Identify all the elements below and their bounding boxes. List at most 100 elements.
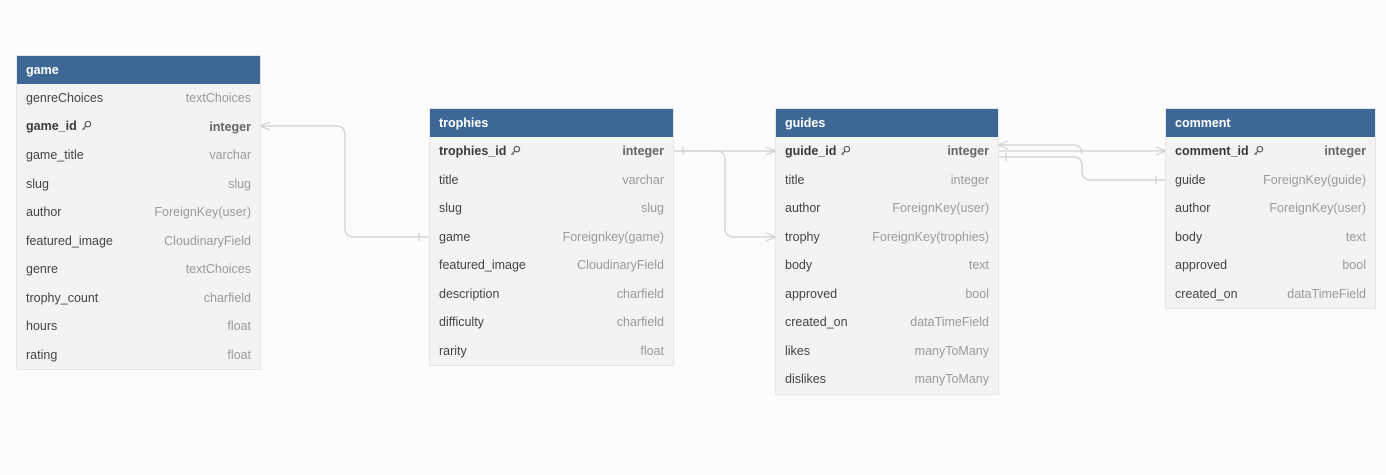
field-row-comment-author[interactable]: author ForeignKey(user) [1166, 194, 1375, 223]
field-name: title [785, 172, 805, 187]
table-header-comment[interactable]: comment [1166, 109, 1375, 137]
field-type: ForeignKey(trophies) [872, 229, 989, 244]
field-type: ForeignKey(user) [1269, 201, 1366, 216]
field-name: guide [1175, 172, 1206, 187]
field-name: created_on [1175, 286, 1238, 301]
field-type: charfield [616, 315, 664, 330]
field-type: manyToMany [914, 372, 989, 387]
crow-foot-guides-trophy [765, 232, 777, 242]
field-name: author [1175, 201, 1211, 216]
field-name: hours [26, 319, 58, 334]
field-name-wrap: author [785, 201, 820, 215]
key-icon [840, 145, 851, 159]
table-header-trophies[interactable]: trophies [430, 109, 673, 137]
field-name-wrap: title [439, 173, 458, 187]
table-header-game[interactable]: game [17, 56, 260, 84]
field-name-wrap: guide_id [785, 144, 851, 159]
connector-guides-comment-guide [998, 156, 1166, 181]
field-name: created_on [785, 315, 848, 330]
connector-trophies-guides-trophy [673, 150, 776, 238]
field-row-guides-approved[interactable]: approved bool [776, 280, 998, 309]
field-type: ForeignKey(user) [892, 201, 989, 216]
connector-guides-top-loop [998, 144, 1083, 155]
field-row-comment-comment_id[interactable]: comment_id integer [1166, 137, 1375, 166]
field-row-guides-created_on[interactable]: created_on dataTimeField [776, 308, 998, 337]
field-type: dataTimeField [910, 315, 989, 330]
field-name: trophy [785, 229, 820, 244]
table-header-guides[interactable]: guides [776, 109, 998, 137]
field-name-wrap: created_on [785, 315, 848, 329]
field-type: charfield [203, 290, 251, 305]
field-name-wrap: hours [26, 319, 57, 333]
field-name-wrap: trophies_id [439, 144, 521, 159]
field-name: rating [26, 347, 58, 362]
field-type: bool [965, 286, 989, 301]
connector-game-trophies [260, 125, 429, 238]
field-row-guides-dislikes[interactable]: dislikes manyToMany [776, 365, 998, 394]
field-name: body [785, 258, 813, 273]
field-row-guides-trophy[interactable]: trophy ForeignKey(trophies) [776, 223, 998, 252]
field-name-wrap: rating [26, 348, 57, 362]
field-type: integer [209, 119, 251, 134]
field-type: integer [1324, 144, 1366, 159]
field-type: varchar [209, 148, 251, 163]
field-row-comment-body[interactable]: body text [1166, 223, 1375, 252]
key-icon [1253, 145, 1264, 159]
field-name-wrap: comment_id [1175, 144, 1264, 159]
crow-foot-game [259, 121, 271, 131]
field-row-guides-author[interactable]: author ForeignKey(user) [776, 194, 998, 223]
field-name: dislikes [785, 372, 826, 387]
field-row-game-game_id[interactable]: game_id integer [17, 113, 260, 142]
key-icon [81, 120, 92, 134]
field-name: guide_id [785, 143, 837, 158]
field-type: float [227, 347, 251, 362]
field-name: author [26, 205, 62, 220]
field-name-wrap: guide [1175, 173, 1206, 187]
field-name: trophies_id [439, 143, 507, 158]
field-name: game_id [26, 119, 77, 134]
field-name-wrap: author [26, 205, 61, 219]
field-row-game-genre[interactable]: genre textChoices [17, 255, 260, 284]
field-name-wrap: slug [439, 201, 462, 215]
field-type: textChoices [185, 262, 251, 277]
field-name: genre [26, 262, 58, 277]
field-row-game-rating[interactable]: rating float [17, 341, 260, 370]
field-name: approved [785, 286, 838, 301]
field-name-wrap: body [785, 258, 812, 272]
field-name: featured_image [26, 233, 113, 248]
field-type: text [1345, 229, 1366, 244]
field-name-wrap: trophy_count [26, 291, 98, 305]
field-name: body [1175, 229, 1203, 244]
field-name-wrap: description [439, 287, 499, 301]
field-row-game-trophy_count[interactable]: trophy_count charfield [17, 284, 260, 313]
key-icon [510, 145, 521, 159]
field-name: game [439, 229, 471, 244]
field-name: genreChoices [26, 91, 104, 106]
